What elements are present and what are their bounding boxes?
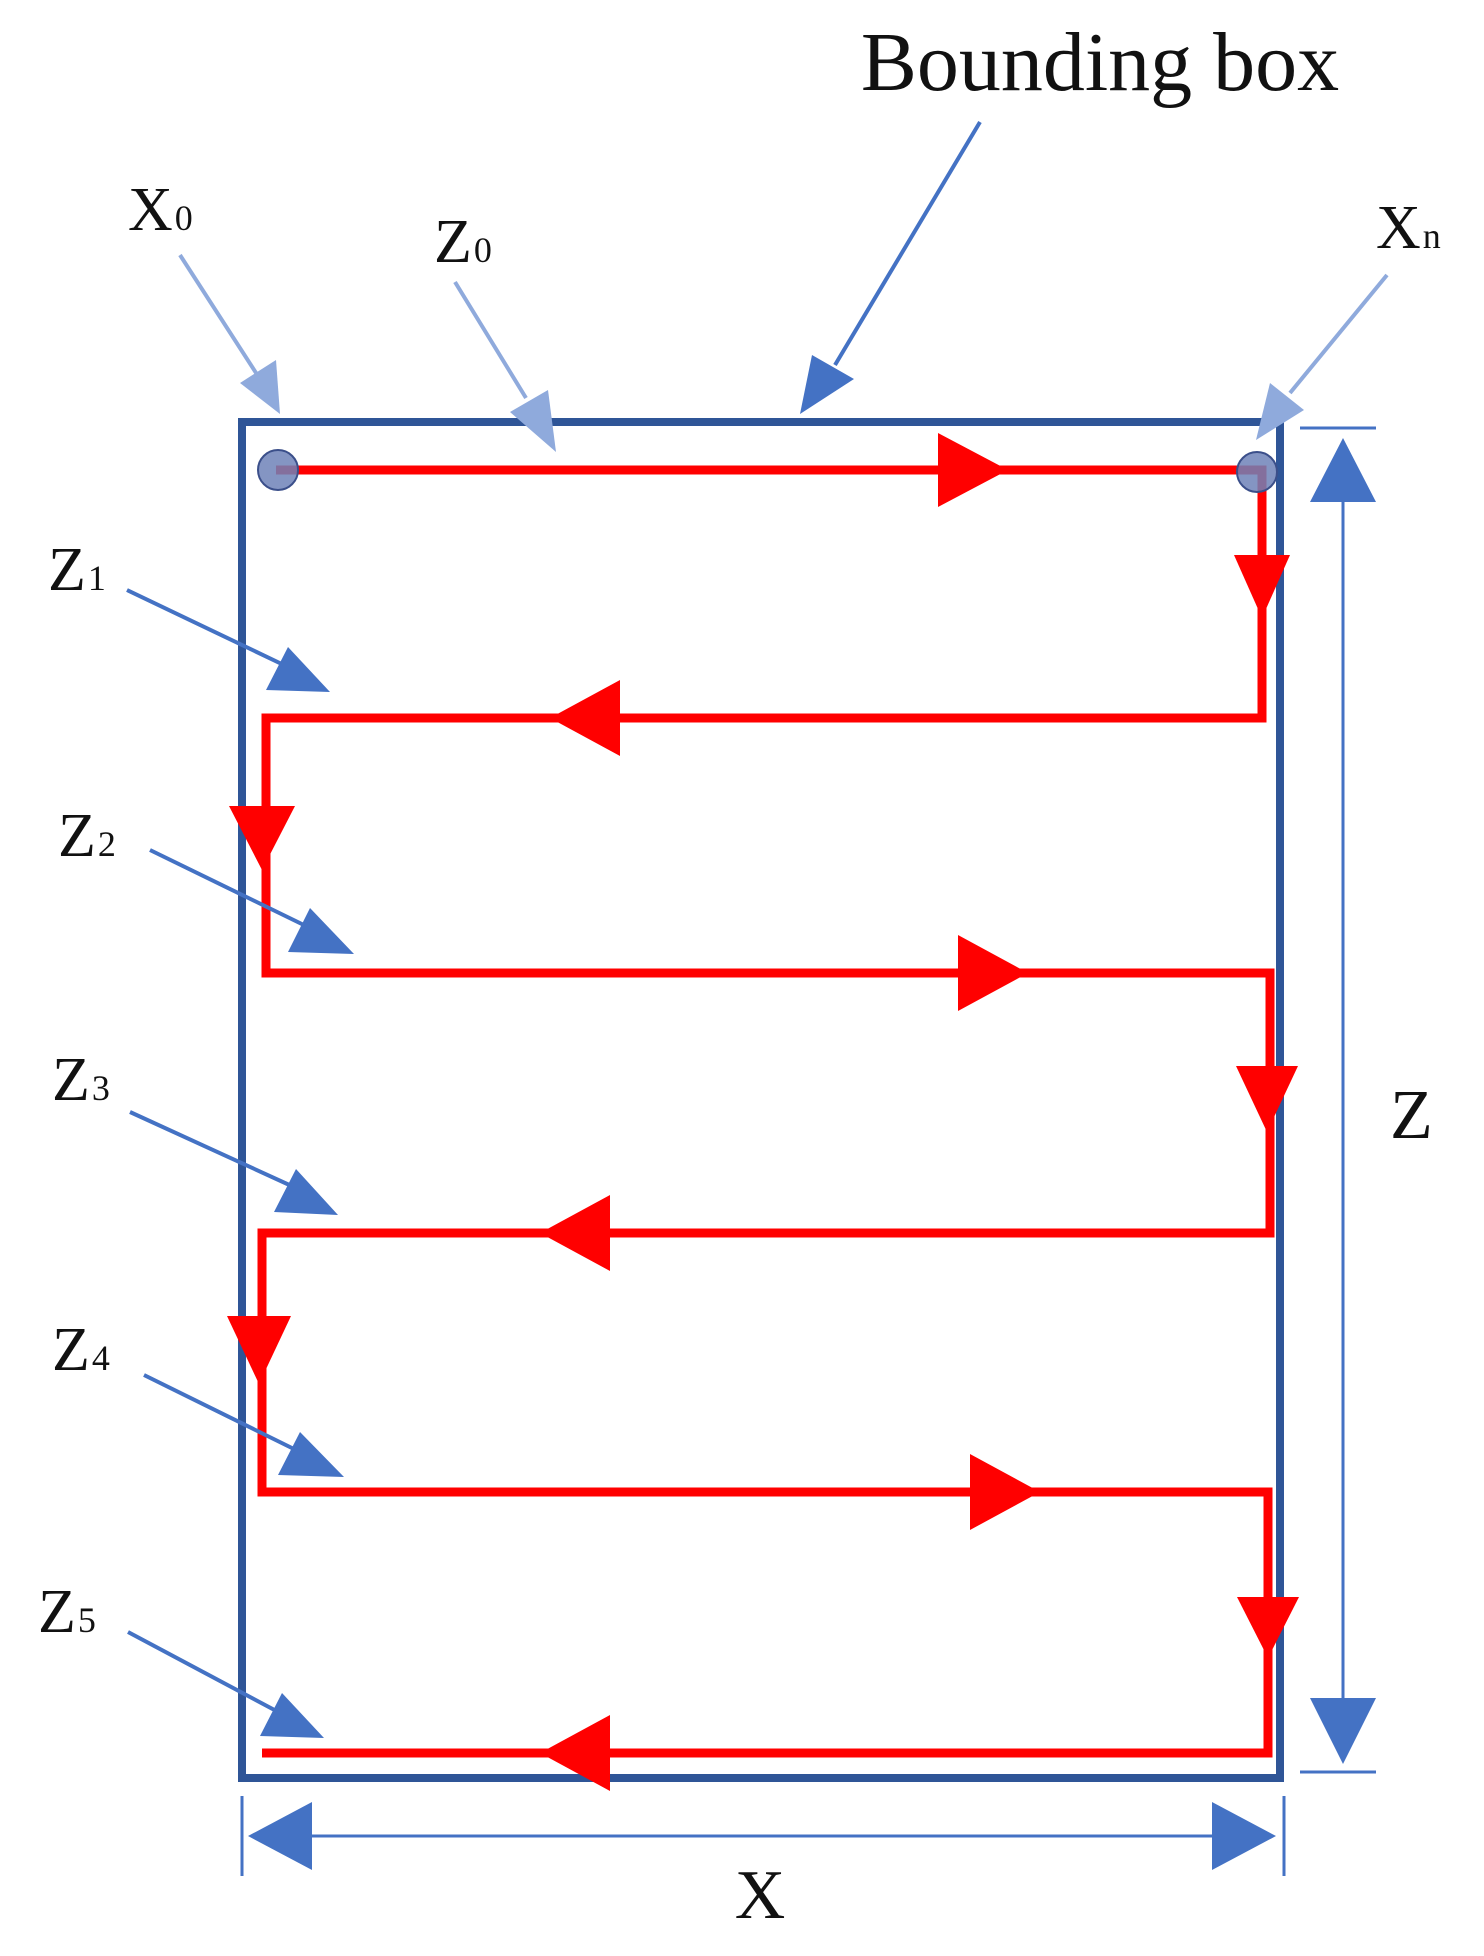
label-z-dimension: Z — [1390, 1077, 1433, 1154]
path-direction-arrow — [229, 806, 295, 870]
label-x-dimension: X — [735, 1857, 786, 1934]
pointer-arrow — [288, 908, 354, 954]
label-z3: Z3 — [52, 1046, 110, 1114]
path-direction-arrow — [1236, 1066, 1298, 1132]
start-point-x0 — [257, 449, 299, 491]
pointer-arrow — [178, 253, 260, 378]
dimension-arrow — [248, 1802, 312, 1870]
label-x0: X0 — [128, 176, 193, 244]
path-direction-arrow — [540, 1715, 610, 1791]
pointer-arrow — [274, 1169, 338, 1215]
path-direction-arrow — [958, 935, 1028, 1011]
path-direction-arrow — [1234, 555, 1290, 618]
pointer-arrows — [126, 120, 1389, 1738]
pointer-arrow — [800, 355, 854, 414]
path-direction-arrow — [227, 1316, 291, 1384]
z-dimension — [1300, 426, 1376, 1774]
pointer-arrow — [126, 588, 289, 669]
path-direction-arrow — [970, 1454, 1040, 1530]
pointer-arrow — [1256, 383, 1304, 440]
pointer-arrow — [260, 1693, 324, 1738]
x-dimension — [240, 1796, 1286, 1876]
path-direction-arrow — [540, 1195, 610, 1271]
label-z0: Z0 — [434, 208, 492, 276]
pointer-arrow — [278, 1432, 344, 1477]
pointer-arrow — [833, 120, 982, 367]
dimension-arrow — [1310, 1698, 1376, 1764]
label-z1: Z1 — [48, 536, 106, 604]
path-direction-arrows — [227, 433, 1299, 1791]
pointer-arrow — [266, 647, 330, 692]
pointer-arrow — [143, 1373, 301, 1454]
pointer-arrow — [453, 280, 528, 400]
label-xn: Xn — [1376, 194, 1441, 262]
scan-path — [257, 465, 1275, 1758]
label-z2: Z2 — [58, 802, 116, 870]
pointer-arrow — [1288, 273, 1389, 395]
path-direction-arrow — [938, 433, 1008, 507]
dimension-arrow — [1310, 438, 1376, 502]
pointer-arrow — [240, 360, 280, 414]
label-z5: Z5 — [38, 1578, 96, 1646]
path-direction-arrow — [550, 680, 620, 756]
label-z4: Z4 — [52, 1316, 110, 1384]
pointer-arrow — [510, 390, 556, 452]
pointer-arrow — [129, 1110, 297, 1190]
pointer-arrow — [149, 848, 311, 930]
dimension-arrow — [1212, 1802, 1276, 1870]
diagram-title: Bounding box — [861, 16, 1339, 109]
bounding-box — [238, 418, 1284, 1782]
end-point-xn — [1236, 451, 1278, 493]
path-direction-arrow — [1237, 1597, 1299, 1658]
pointer-arrow — [127, 1630, 283, 1716]
